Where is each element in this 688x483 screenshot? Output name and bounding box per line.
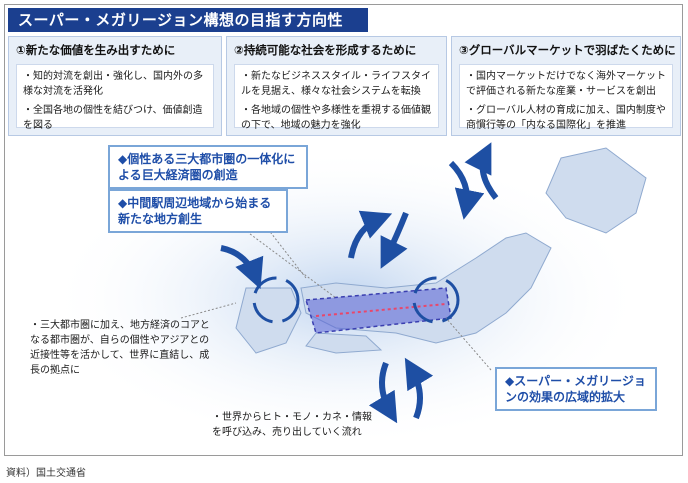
panel-bullet: ・新たなビジネススタイル・ライフスタイルを見据え、様々な社会システムを転換 — [241, 71, 431, 97]
flow-arrow — [368, 361, 398, 424]
leader-line — [445, 317, 492, 371]
figure-title: スーパー・メガリージョン構想の目指す方向性 — [8, 8, 368, 32]
flow-arrows — [220, 142, 499, 424]
panel-body: ・国内マーケットだけでなく海外マーケットで評価される新たな産業・サービスを創出 … — [459, 64, 673, 131]
flow-arrow — [380, 211, 409, 269]
panel-sustainable-society: ②持続可能な社会を形成するために ・新たなビジネススタイル・ライフスタイルを見据… — [226, 36, 447, 136]
circulation-arrow — [412, 276, 460, 324]
panel-heading: ①新たな価値を生み出すために — [16, 43, 176, 57]
flow-arrow — [348, 210, 393, 259]
hokkaido-shape — [545, 147, 647, 234]
shikoku-shape — [305, 332, 383, 354]
panel-new-value: ①新たな価値を生み出すために ・知的対流を創出・強化し、国内外の多様な対流を活発… — [8, 36, 222, 136]
flow-arrow — [404, 357, 434, 420]
panel-body: ・知的対流を創出・強化し、国内外の多様な対流を活発化 ・全国各地の個性を結びつけ… — [16, 64, 214, 131]
flow-arrow — [464, 142, 499, 200]
callout-wide-area-effect: ◆スーパー・メガリージョンの効果の広域的拡大 — [495, 367, 657, 411]
flow-arrow — [448, 160, 485, 220]
panel-bullet: ・全国各地の個性を結びつけ、価値創造を図る — [23, 105, 203, 131]
panel-bullet: ・国内マーケットだけでなく海外マーケットで評価される新たな産業・サービスを創出 — [466, 71, 666, 97]
panel-bullet: ・グローバル人材の育成に加え、国内制度や商慣行等の「内なる国際化」を推進 — [466, 105, 666, 131]
panel-heading: ③グローバルマーケットで羽ばたくために — [459, 43, 676, 57]
note-global-flow: ・世界からヒト・モノ・カネ・情報を呼び込み、売り出していく流れ — [212, 412, 372, 438]
panel-heading: ②持続可能な社会を形成するために — [234, 43, 417, 57]
linear-chuo-line — [315, 303, 447, 317]
panel-global-market: ③グローバルマーケットで羽ばたくために ・国内マーケットだけでなく海外マーケット… — [451, 36, 681, 136]
leader-lines — [180, 187, 492, 371]
panel-body: ・新たなビジネススタイル・ライフスタイルを見据え、様々な社会システムを転換 ・各… — [234, 64, 439, 131]
leader-line — [233, 221, 337, 299]
leader-line — [180, 302, 237, 319]
panel-bullet: ・各地域の個性や多様性を重視する価値観の下で、地域の魅力を強化 — [241, 105, 431, 131]
callout-three-metro: ◆個性ある三大都市圏の一体化による巨大経済圏の創造 — [108, 145, 308, 189]
source-credit: 資料）国土交通省 — [6, 468, 86, 479]
callout-intermediate-stations: ◆中間駅周辺地域から始まる新たな地方創生 — [108, 189, 288, 233]
panel-bullet: ・知的対流を創出・強化し、国内外の多様な対流を活発化 — [23, 71, 203, 97]
flow-arrow — [220, 245, 264, 290]
circulation-arrow — [252, 276, 300, 324]
circulation-arrows — [252, 276, 460, 324]
leader-line — [235, 187, 307, 279]
note-regional-cores: ・三大都市圏に加え、地方経済のコアとなる都市圏が、自らの個性やアジアとの近接性等… — [30, 320, 210, 376]
